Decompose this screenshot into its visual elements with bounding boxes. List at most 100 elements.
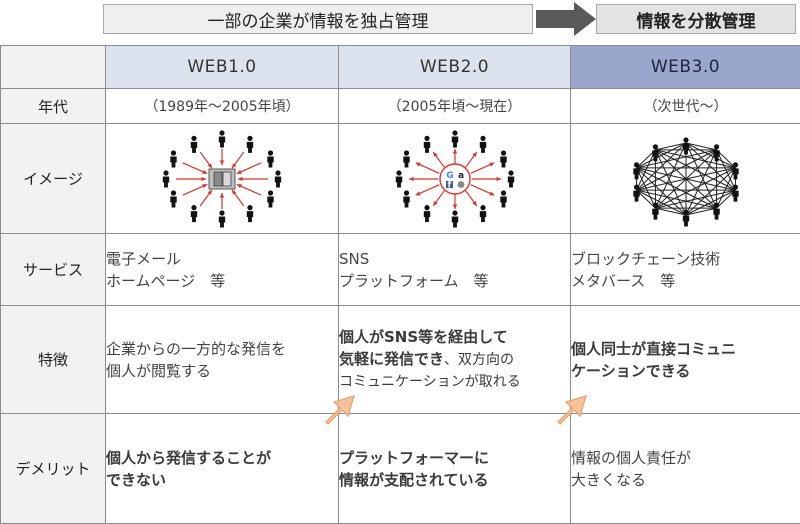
feature-row: 特徴 企業からの一方的な発信を 個人が閲覧する 個人がSNS等を経由して 気軽に… [1,306,800,414]
person-icon [275,170,281,187]
banner-decentralized-text: 情報を分散管理 [637,7,756,32]
banner-centralized: 一部の企業が情報を独占管理 [103,4,533,34]
person-icon [500,190,506,207]
col-header-web3: WEB3.0 [571,46,800,89]
amazon-logo-icon: a [457,171,463,181]
person-icon [423,205,429,222]
col-header-web1: WEB1.0 [106,46,339,89]
row-label-service: サービス [1,234,106,306]
apple-logo-icon [457,181,464,188]
person-icon [507,170,513,187]
feature-web2-line2: 気軽に発信でき、双方向の [339,348,570,371]
demerit-web2-line2: 情報が支配されている [339,469,570,491]
person-icon [191,135,197,152]
centralized-server-diagram-icon [152,129,292,229]
service-web2: SNS プラットフォーム 等 [339,234,571,306]
red-arrowhead [238,176,243,180]
person-icon [247,205,253,222]
red-arrowhead [201,176,206,180]
transition-arrow-2-icon [554,392,590,428]
person-icon [732,184,738,201]
col-header-web2: WEB2.0 [339,46,571,89]
mesh-network-diagram-icon [616,129,756,229]
row-label-feature: 特徴 [1,306,106,414]
row-label-era: 年代 [1,89,106,124]
mesh-link [686,208,717,215]
red-arrowhead [220,193,224,198]
person-icon [451,210,457,227]
service-row: サービス 電子メール ホームページ 等 SNS プラットフォーム 等 ブロックチ… [1,234,800,306]
person-icon [713,202,719,219]
feature-web2-line2-normal: 、双方向の [444,352,514,368]
person-icon [423,135,429,152]
person-icon [163,170,169,187]
mesh-link [655,208,686,215]
server-icon [209,169,235,189]
era-web1: （1989年～2005年頃） [106,89,339,124]
person-icon [403,190,409,207]
service-web2-line1: SNS [339,248,570,270]
person-icon [732,162,738,179]
person-icon [479,205,485,222]
demerit-web1-line2: できない [106,469,338,491]
era-web2: （2005年頃～現在） [339,89,571,124]
demerit-web3-line2: 大きくなる [571,469,800,491]
transition-arrow-1-icon [322,392,358,428]
person-icon [479,135,485,152]
person-icon [451,130,457,147]
mesh-link [686,143,717,150]
facebook-logo-letter: f [447,180,451,190]
feature-web1-line1: 企業からの一方的な発信を [106,338,338,360]
person-icon [500,150,506,167]
service-web1-line2: ホームページ 等 [106,270,338,292]
service-web1: 電子メール ホームページ 等 [106,234,339,306]
red-arrowhead [496,176,501,180]
demerit-web3: 情報の個人責任が 大きくなる [571,414,800,524]
feature-web2-line1: 個人がSNS等を経由して [339,326,570,348]
service-web3-line2: メタバース 等 [571,270,800,292]
person-icon [170,150,176,167]
person-icon [191,205,197,222]
image-web1 [106,124,339,234]
red-arrowhead [452,149,456,154]
feature-web2-line2-bold: 気軽に発信でき [339,350,444,368]
demerit-web1: 個人から発信することが できない [106,414,339,524]
red-arrowhead [409,176,414,180]
person-icon [219,210,225,227]
person-icon [219,130,225,147]
feature-web3: 個人同士が直接コミュニ ケーションできる [571,306,800,414]
person-icon [395,170,401,187]
red-arrowhead [452,204,456,209]
service-web2-line2: プラットフォーム 等 [339,270,570,292]
era-row: 年代 （1989年～2005年頃） （2005年頃～現在） （次世代～） [1,89,800,124]
corner-cell [1,46,106,89]
demerit-row: デメリット 個人から発信することが できない プラットフォーマーに 情報が支配さ… [1,414,800,524]
person-icon [267,190,273,207]
feature-web3-line2: ケーションできる [571,360,800,382]
person-icon [713,144,719,161]
service-web3: ブロックチェーン技術 メタバース 等 [571,234,800,306]
feature-web1-line2: 個人が閲覧する [106,360,338,382]
mesh-link [655,149,686,214]
person-icon [633,184,639,201]
header-row: WEB1.0 WEB2.0 WEB3.0 [1,46,800,89]
feature-web2: 個人がSNS等を経由して 気軽に発信でき、双方向の コミュニケーションが取れる [339,306,571,414]
service-web1-line1: 電子メール [106,248,338,270]
red-arrowhead [220,160,224,165]
banner-centralized-text: 一部の企業が情報を独占管理 [208,7,429,32]
row-label-demerit: デメリット [1,414,106,524]
person-icon [403,150,409,167]
person-icon [247,135,253,152]
demerit-web3-line1: 情報の個人責任が [571,447,800,469]
era-web3: （次世代～） [571,89,800,124]
person-icon [170,190,176,207]
row-label-image: イメージ [1,124,106,234]
mesh-link [655,143,686,150]
comparison-table: WEB1.0 WEB2.0 WEB3.0 年代 （1989年～2005年頃） （… [0,45,800,524]
person-icon [682,209,688,226]
feature-web3-line1: 個人同士が直接コミュニ [571,338,800,360]
demerit-web2-line1: プラットフォーマーに [339,447,570,469]
